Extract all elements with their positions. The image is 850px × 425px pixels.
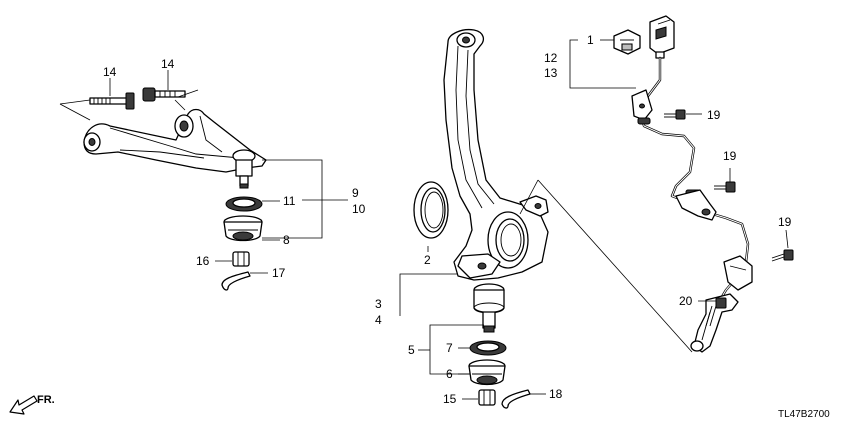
callout-14-right: 14 <box>161 57 175 71</box>
callout-18: 18 <box>549 387 563 401</box>
callout-19-lower: 19 <box>778 215 792 229</box>
lower-cotter-pin <box>501 389 531 409</box>
callout-16: 16 <box>196 254 210 268</box>
sensor-bolt-upper <box>664 109 686 120</box>
lower-ball-joint <box>473 283 505 333</box>
callout-15: 15 <box>443 392 457 406</box>
diagram-code: TL47B2700 <box>778 409 830 420</box>
sensor-clip <box>613 29 641 55</box>
wheel-speed-sensor <box>690 293 739 353</box>
arm-bolt-right <box>142 87 186 102</box>
steering-knuckle <box>443 28 549 281</box>
sensor-bolt-mid <box>714 181 736 193</box>
arm-castle-nut <box>232 251 250 267</box>
callout-20: 20 <box>679 294 693 308</box>
sensor-mount-bolt <box>705 297 727 327</box>
callout-12: 12 <box>544 51 558 65</box>
arm-seal-ring <box>225 196 263 212</box>
callout-5: 5 <box>408 343 415 357</box>
wheel-speed-sensor-assembly <box>519 15 794 353</box>
callout-14-left: 14 <box>103 65 117 79</box>
callout-9: 9 <box>352 186 359 200</box>
front-direction-indicator: FR. <box>9 394 55 415</box>
callout-2: 2 <box>424 253 431 267</box>
sensor-cable-bracket-lower <box>723 255 753 291</box>
arm-cotter-pin <box>221 271 251 291</box>
callout-19-mid: 19 <box>723 149 737 163</box>
lower-castle-nut <box>478 389 496 406</box>
callout-labels: 14 14 9 10 11 8 16 17 2 3 4 5 7 6 15 18 … <box>103 33 792 406</box>
sensor-connector <box>649 15 675 59</box>
front-label: FR. <box>37 394 55 406</box>
arm-dust-boot <box>223 215 263 242</box>
upper-arm-assembly <box>59 87 267 291</box>
callout-3: 3 <box>375 297 382 311</box>
arm-bolt-left <box>89 92 135 110</box>
callout-7: 7 <box>446 341 453 355</box>
callout-17: 17 <box>272 266 286 280</box>
lower-seal-ring <box>469 340 507 356</box>
callout-11: 11 <box>283 194 296 208</box>
callout-8: 8 <box>283 233 290 247</box>
upper-control-arm <box>83 108 267 189</box>
callout-4: 4 <box>375 313 382 327</box>
callout-6: 6 <box>446 367 453 381</box>
sensor-bolt-lower <box>771 249 794 262</box>
splash-ring <box>413 181 449 239</box>
sensor-cable-bracket-upper <box>631 89 653 121</box>
callout-10: 10 <box>352 202 366 216</box>
sensor-cable-bracket-mid <box>675 189 717 221</box>
callout-1: 1 <box>587 33 594 47</box>
arrow-down-left-icon <box>9 395 38 415</box>
lower-dust-boot <box>468 359 506 386</box>
callout-19-upper: 19 <box>707 108 721 122</box>
sensor-cable-grommet <box>637 117 701 197</box>
leader-lines <box>109 39 789 400</box>
callout-13: 13 <box>544 66 558 80</box>
knuckle-assembly <box>413 28 549 409</box>
